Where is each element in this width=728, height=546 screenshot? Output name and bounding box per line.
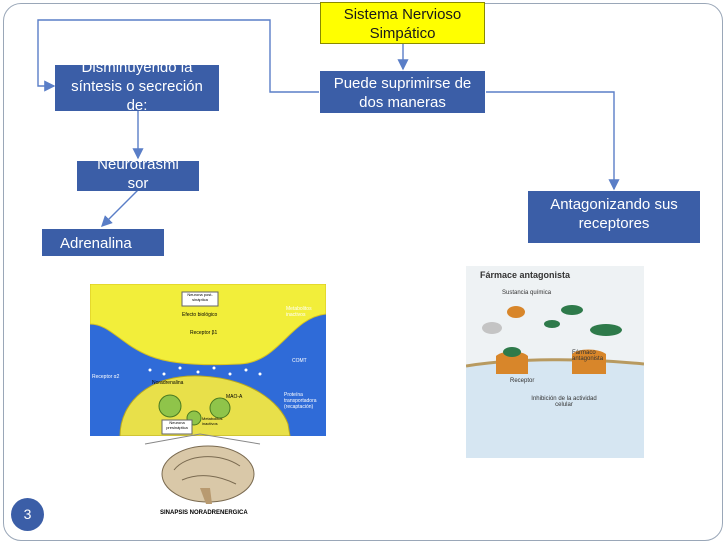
synapse-label-proteina: Proteína transportadora (recaptación) xyxy=(284,392,317,410)
node-disminuyendo-label: Disminuyendo la síntesis o secreción de: xyxy=(71,65,203,111)
node-disminuyendo: Disminuyendo la síntesis o secreción de: xyxy=(55,65,219,111)
node-sistema-nervioso: Sistema Nervioso Simpático xyxy=(320,2,485,44)
node-puede-label: Puede suprimirse de dos maneras xyxy=(333,75,472,111)
antagonist-label-receptor: Receptor xyxy=(510,378,535,384)
synapse-label-efecto: Efecto biológico xyxy=(182,312,218,318)
synapse-label-noradrenalina: Noradrenalina xyxy=(152,380,184,386)
synapse-label-pre: Neurona presináptica xyxy=(166,420,188,430)
antagonist-illustration: Fármace antagonista Sustancia química Fá… xyxy=(465,266,645,458)
synapse-label-mao: MAO-A xyxy=(226,394,243,400)
synapse-caption: SINAPSIS NORADRENERGICA xyxy=(160,510,248,516)
antagonist-label-farmaco: Fármaco antagonista xyxy=(572,350,604,362)
antagonist-label-sustancia: Sustancia química xyxy=(502,290,552,296)
arrow-loop-to-disminuyendo xyxy=(37,19,319,93)
arrow-neurotrasmisor-to-adrenalina xyxy=(101,189,139,227)
node-antagonizando: Antagonizando sus receptores xyxy=(528,191,700,243)
synapse-label-comt: COMT xyxy=(292,358,307,364)
page-number-label: 3 xyxy=(23,506,32,522)
synapse-label-metabolitos-top: Metabolitos inactivos xyxy=(286,306,312,318)
synapse-label-receptor-b1: Receptor β1 xyxy=(190,330,218,336)
synapse-label-metabolitos-bottom: Metabolitos inactivos xyxy=(202,416,223,426)
synapse-label-receptor-a2: Receptor α2 xyxy=(92,374,120,380)
antagonist-label-inhibicion: Inhibición de la actividad celular xyxy=(531,396,597,408)
synapse-label-post: Neurona post-sináptica xyxy=(187,292,213,302)
node-puede-suprimirse: Puede suprimirse de dos maneras xyxy=(320,71,485,113)
arrow-puede-to-antagonizando xyxy=(486,91,620,191)
page-number-badge: 3 xyxy=(11,498,44,531)
node-antagonizando-label: Antagonizando sus receptores xyxy=(550,196,678,232)
node-adrenalina: Adrenalina xyxy=(42,229,164,256)
node-adrenalina-label: Adrenalina xyxy=(60,235,132,252)
node-neurotrasmisor: Neurotrasmi sor xyxy=(77,161,199,191)
antagonist-title: Fármace antagonista xyxy=(480,270,571,280)
node-sistema-label: Sistema Nervioso Simpático xyxy=(343,6,462,42)
synapse-illustration: Neurona post-sináptica Efecto biológico … xyxy=(89,283,327,520)
node-neurotrasmisor-label: Neurotrasmi sor xyxy=(97,161,179,191)
